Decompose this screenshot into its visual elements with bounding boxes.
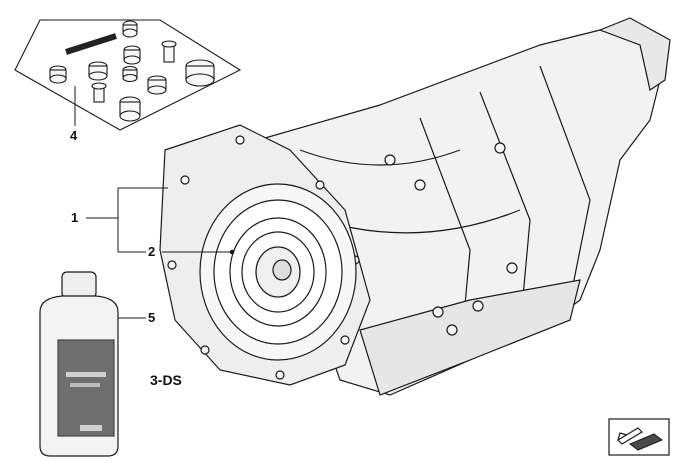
kit-cap [147,75,167,95]
kit-bolt [161,40,177,63]
torque-converter [199,183,357,361]
callout-part-1: 1 [71,210,79,225]
kit-nut [122,65,138,83]
kit-nut [88,61,108,81]
oil-bottle [39,271,119,457]
leader-lines-1-2 [86,187,235,255]
diagram-code-label: 3-DS [150,372,182,388]
forward-arrow-icon[interactable] [608,418,670,456]
kit-bolt [91,82,107,103]
parts-kit-bar [65,33,117,55]
callout-part-2: 2 [148,244,156,259]
bottle-label [57,339,115,437]
callout-part-4: 4 [70,128,78,143]
kit-nut [123,45,141,65]
kit-nut [122,20,138,38]
kit-nut [49,65,67,84]
callout-part-5: 5 [148,310,156,325]
kit-plug [185,59,215,87]
kit-plug [119,96,141,122]
parts-kit [14,19,242,131]
